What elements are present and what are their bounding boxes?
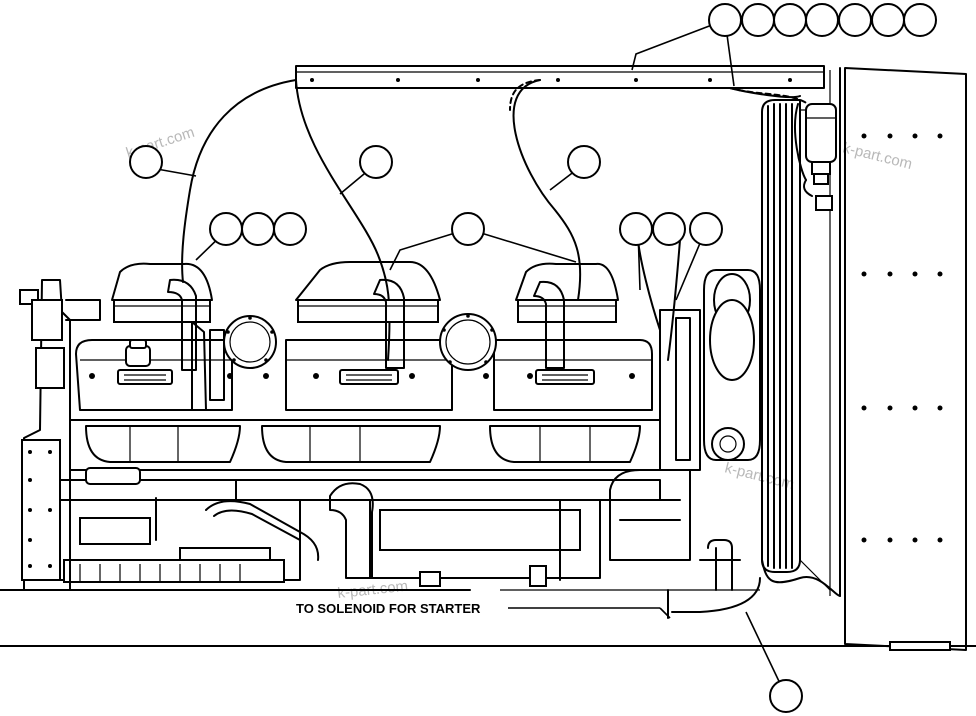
balloon-8[interactable]	[129, 145, 163, 179]
intake-housings	[223, 313, 497, 371]
center-pipes	[155, 479, 561, 581]
engine-block	[59, 339, 661, 587]
flywheel-housing	[19, 279, 141, 591]
balloon-7[interactable]	[903, 3, 937, 37]
balloon-3[interactable]	[773, 3, 807, 37]
balloon-4[interactable]	[805, 3, 839, 37]
watermark-3: k-part.com	[723, 459, 796, 493]
balloon-15[interactable]	[619, 212, 653, 246]
balloon-18[interactable]	[769, 679, 803, 713]
base-lines	[0, 589, 976, 647]
balloons	[129, 3, 937, 713]
oil-filler-cap	[125, 339, 151, 367]
balloon-17[interactable]	[689, 212, 723, 246]
coolant-pipes	[609, 469, 741, 591]
top-cable-tray	[295, 65, 825, 89]
watermark-2: k-part.com	[841, 139, 914, 173]
balloon-9[interactable]	[359, 145, 393, 179]
fan-pulley	[659, 269, 761, 471]
balloon-12[interactable]	[241, 212, 275, 246]
radiator-enclosure	[829, 67, 967, 651]
balloon-2[interactable]	[741, 3, 775, 37]
balloon-6[interactable]	[871, 3, 905, 37]
balloon-5[interactable]	[838, 3, 872, 37]
balloon-14[interactable]	[451, 212, 485, 246]
starter-callout: TO SOLENOID FOR STARTER	[296, 601, 671, 619]
turbochargers	[111, 261, 619, 411]
balloon-11[interactable]	[209, 212, 243, 246]
radiator-core	[761, 99, 831, 591]
balloon-10[interactable]	[567, 145, 601, 179]
balloon-13[interactable]	[273, 212, 307, 246]
balloon-1[interactable]	[708, 3, 742, 37]
coolant-level-sensor	[803, 103, 837, 211]
starter-callout-text: TO SOLENOID FOR STARTER	[296, 601, 481, 616]
balloon-16[interactable]	[652, 212, 686, 246]
enclosure-bolts	[861, 133, 943, 543]
